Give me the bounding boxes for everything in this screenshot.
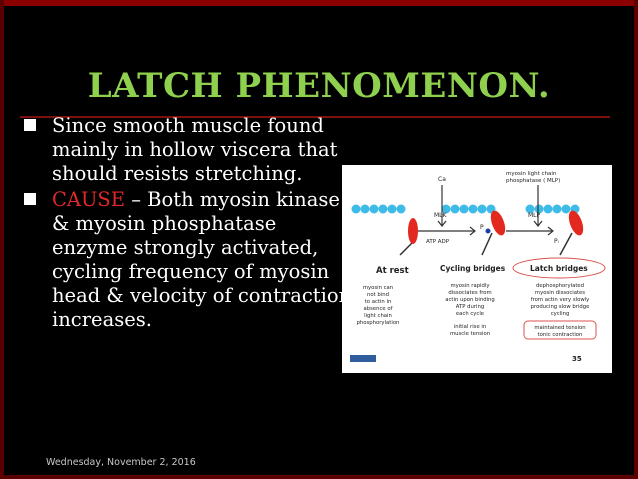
- cause-keyword: CAUSE: [52, 188, 126, 211]
- latch-bridge-diagram: Ca MLK ATP ADP myosin light chain phosph…: [350, 171, 606, 363]
- slide-frame-left: [0, 0, 4, 479]
- myosin-head-rest: [399, 218, 418, 256]
- latch-line: myosin dissociates: [535, 290, 585, 296]
- title-underline: [20, 116, 610, 118]
- mlk-label: MLK: [434, 212, 448, 219]
- cycling-line: actin upon binding: [445, 297, 495, 303]
- cycling-description: myosin rapidly dissociates from actin up…: [445, 283, 495, 337]
- figure-page-number: 35: [572, 355, 582, 363]
- actin-filament-rest: [351, 204, 406, 214]
- atp-adp-label: ATP ADP: [426, 239, 450, 245]
- mlp-label-line2: phosphatase ( MLP): [506, 178, 560, 184]
- at-rest-line: phosphorylation: [357, 320, 400, 326]
- actin-filament-cycling: [441, 204, 496, 214]
- bullet-item: CAUSE – Both myosin kinase & myosin phos…: [24, 188, 354, 332]
- latch-bridges-heading: Latch bridges: [530, 264, 588, 273]
- mlk-arrow: [418, 185, 476, 236]
- bullet-item: Since smooth muscle found mainly in holl…: [24, 114, 354, 186]
- mlp-arrow: [506, 185, 554, 236]
- slide-frame-bottom: [0, 475, 638, 479]
- bullet-text: Since smooth muscle found mainly in holl…: [52, 114, 338, 185]
- myosin-head-cycling: [481, 210, 506, 256]
- cycling-line: dissociates from: [448, 290, 491, 296]
- square-bullet-icon: [24, 119, 36, 131]
- square-bullet-icon: [24, 193, 36, 205]
- latch-description: dephosphorylated myosin dissociates from…: [523, 283, 597, 340]
- latch-box-line: maintained tension: [534, 325, 585, 331]
- cycling-note-line: muscle tension: [450, 331, 490, 337]
- slide-frame-right: [634, 0, 638, 479]
- slide-frame-top: [0, 0, 638, 6]
- latch-line: cycling: [551, 311, 570, 317]
- latch-line: producing slow bridge: [531, 304, 590, 310]
- at-rest-line: absence of: [364, 306, 393, 312]
- mlp-label-line1: myosin light chain: [506, 171, 557, 177]
- cycling-line: each cycle: [456, 311, 484, 317]
- latch-bridge-figure: Ca MLK ATP ADP myosin light chain phosph…: [342, 165, 612, 373]
- latch-box-line: tonic contraction: [538, 332, 583, 338]
- at-rest-line: light chain: [364, 313, 392, 319]
- at-rest-line: myosin can: [363, 285, 393, 291]
- calcium-label: Ca: [438, 176, 446, 183]
- at-rest-line: to actin in: [365, 299, 392, 305]
- latch-heading-oval: [512, 257, 606, 279]
- latch-line: from actin very slowly: [531, 297, 590, 303]
- latch-line: dephosphorylated: [536, 283, 584, 289]
- phosphate-label: P: [480, 224, 484, 231]
- tonic-contraction-box: [523, 320, 597, 340]
- mlp-short-label: MLP: [528, 212, 541, 219]
- bullet-list: Since smooth muscle found mainly in holl…: [24, 114, 354, 332]
- at-rest-heading: At rest: [376, 266, 409, 276]
- footer-date: Wednesday, November 2, 2016: [46, 457, 196, 468]
- cycling-note-line: initial rise in: [454, 324, 486, 330]
- at-rest-description: myosin can not bind to actin in absence …: [357, 285, 400, 326]
- cycling-line: ATP during: [456, 304, 484, 310]
- at-rest-line: not bind: [367, 292, 389, 298]
- cycling-bridges-heading: Cycling bridges: [440, 264, 506, 273]
- inorganic-phosphate-label: Pᵢ: [554, 238, 559, 245]
- cycling-line: myosin rapidly: [450, 283, 489, 289]
- slide-title: LATCH PHENOMENON.: [87, 66, 551, 106]
- myosin-head-latch: [559, 210, 584, 256]
- publisher-logo: [350, 355, 376, 362]
- actin-filament-latch: [525, 204, 580, 214]
- bullet-text: – Both myosin kinase & myosin phosphatas…: [52, 188, 352, 331]
